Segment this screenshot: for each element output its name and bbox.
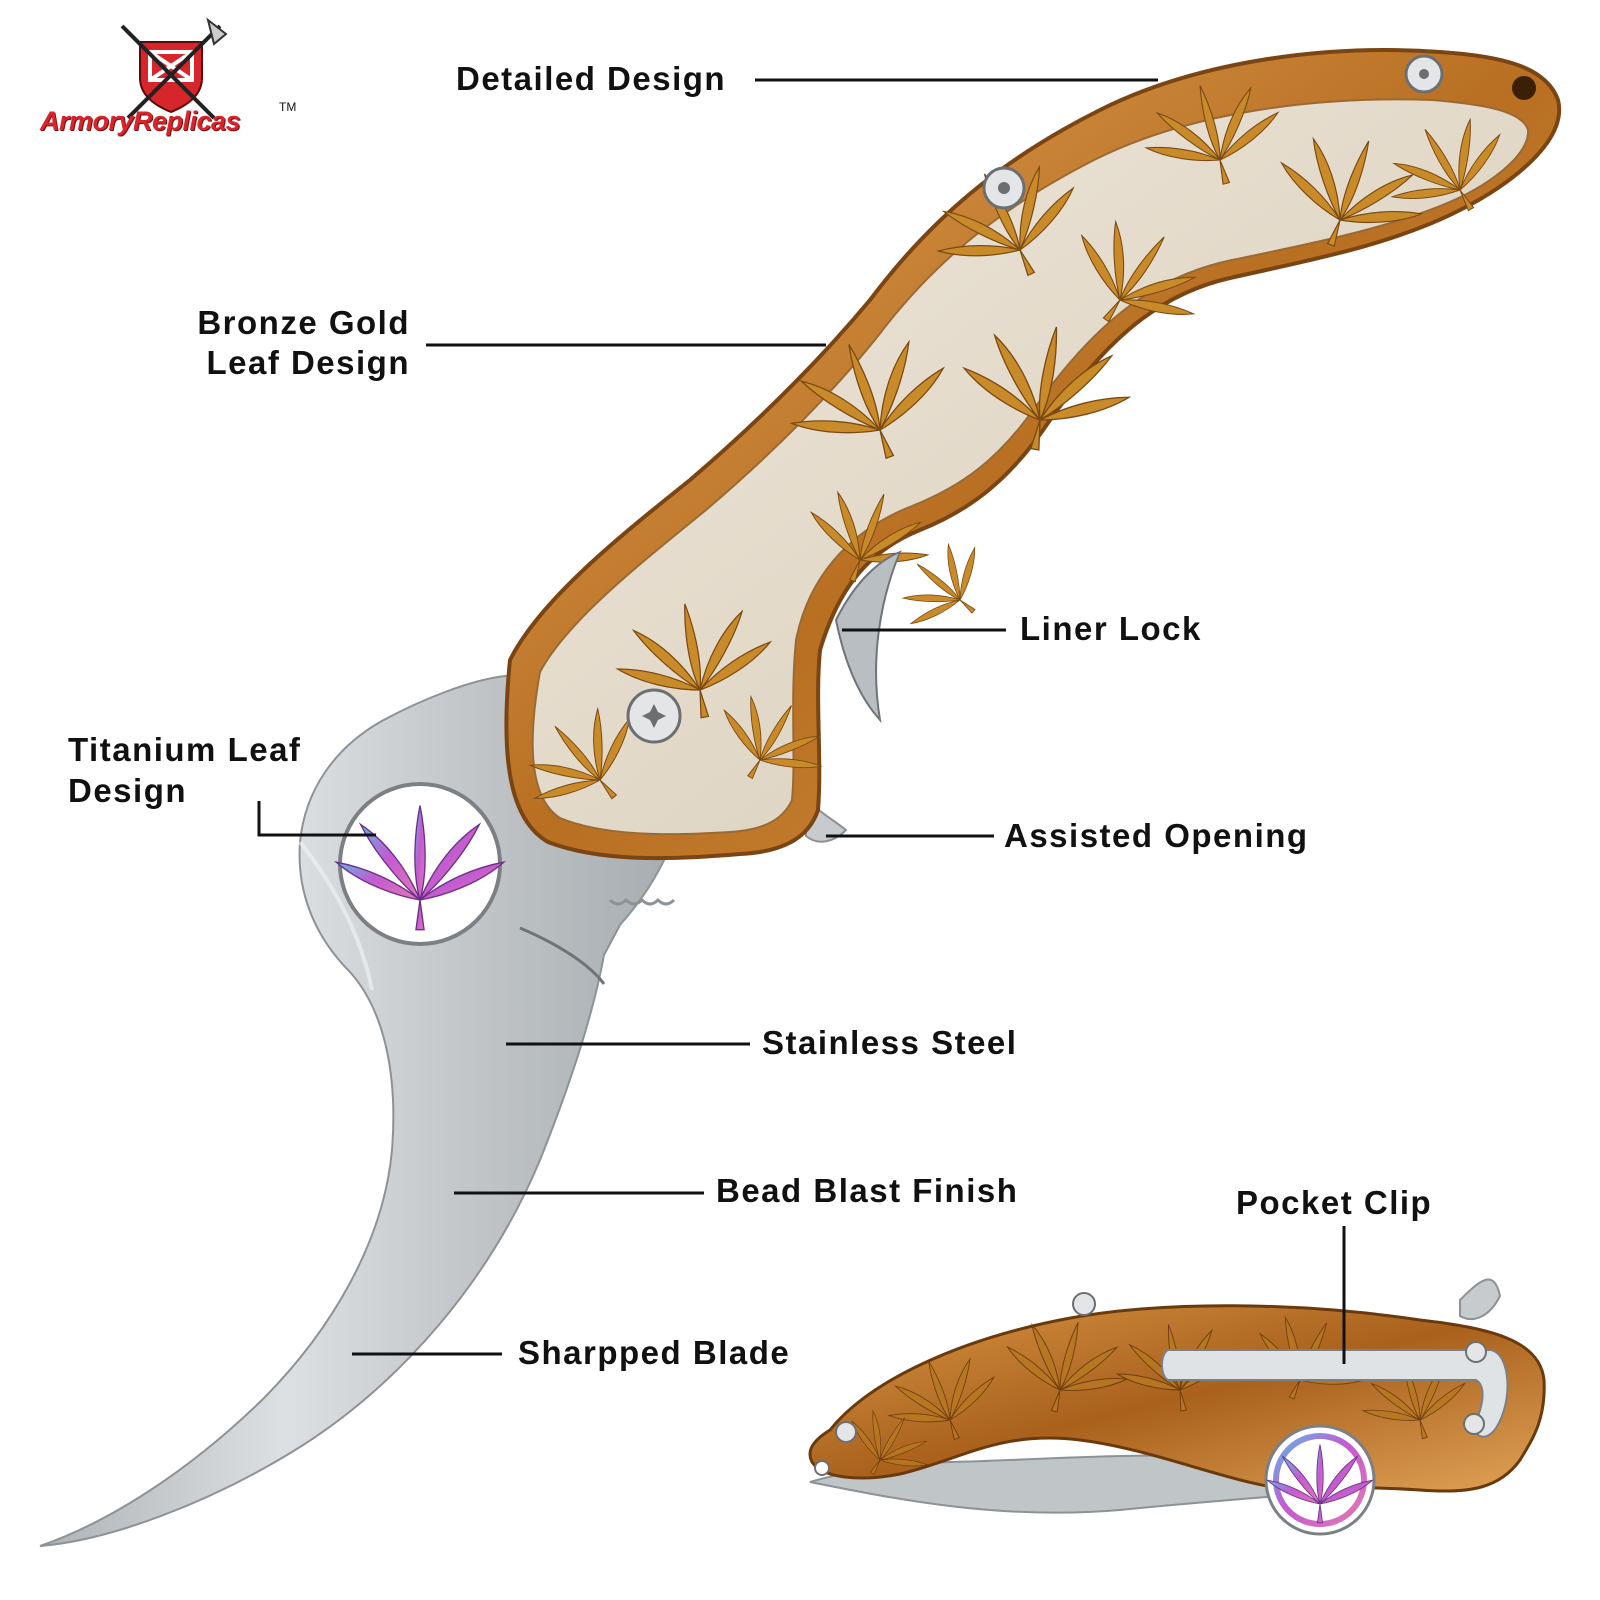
label-liner-lock: Liner Lock [1020,610,1202,647]
brand-logo [120,17,228,120]
torx-screw-icon [982,166,1026,210]
closed-knife [808,1278,1546,1536]
label-titanium-line1: Titanium Leaf [68,731,302,768]
torx-screw-icon [1404,54,1444,94]
brand-name: ArmoryReplicas [40,106,241,136]
label-sharpped-blade: Sharpped Blade [518,1334,791,1371]
label-titanium-line2: Design [68,772,188,809]
lanyard-hole [1512,76,1536,100]
sword-icon [120,24,216,120]
label-pocket-clip: Pocket Clip [1236,1184,1433,1221]
callout-lines [257,78,1346,1364]
knife-handle [504,48,1562,861]
label-stainless-steel: Stainless Steel [762,1024,1018,1061]
knife-blade [39,674,848,1547]
torx-screw-icon [626,688,682,744]
titanium-leaf-disc [335,782,505,946]
label-detailed-design: Detailed Design [456,60,727,97]
callout-line-titanium [257,801,376,837]
brand-trademark: TM [279,100,297,114]
axe-icon [126,24,222,120]
titanium-leaf-disc-small [1264,1424,1376,1536]
label-bronze-gold-line2: Leaf Design [206,344,410,381]
label-assisted-opening: Assisted Opening [1004,817,1309,854]
label-bead-blast-finish: Bead Blast Finish [716,1172,1019,1209]
label-bronze-gold-line1: Bronze Gold [197,304,410,341]
